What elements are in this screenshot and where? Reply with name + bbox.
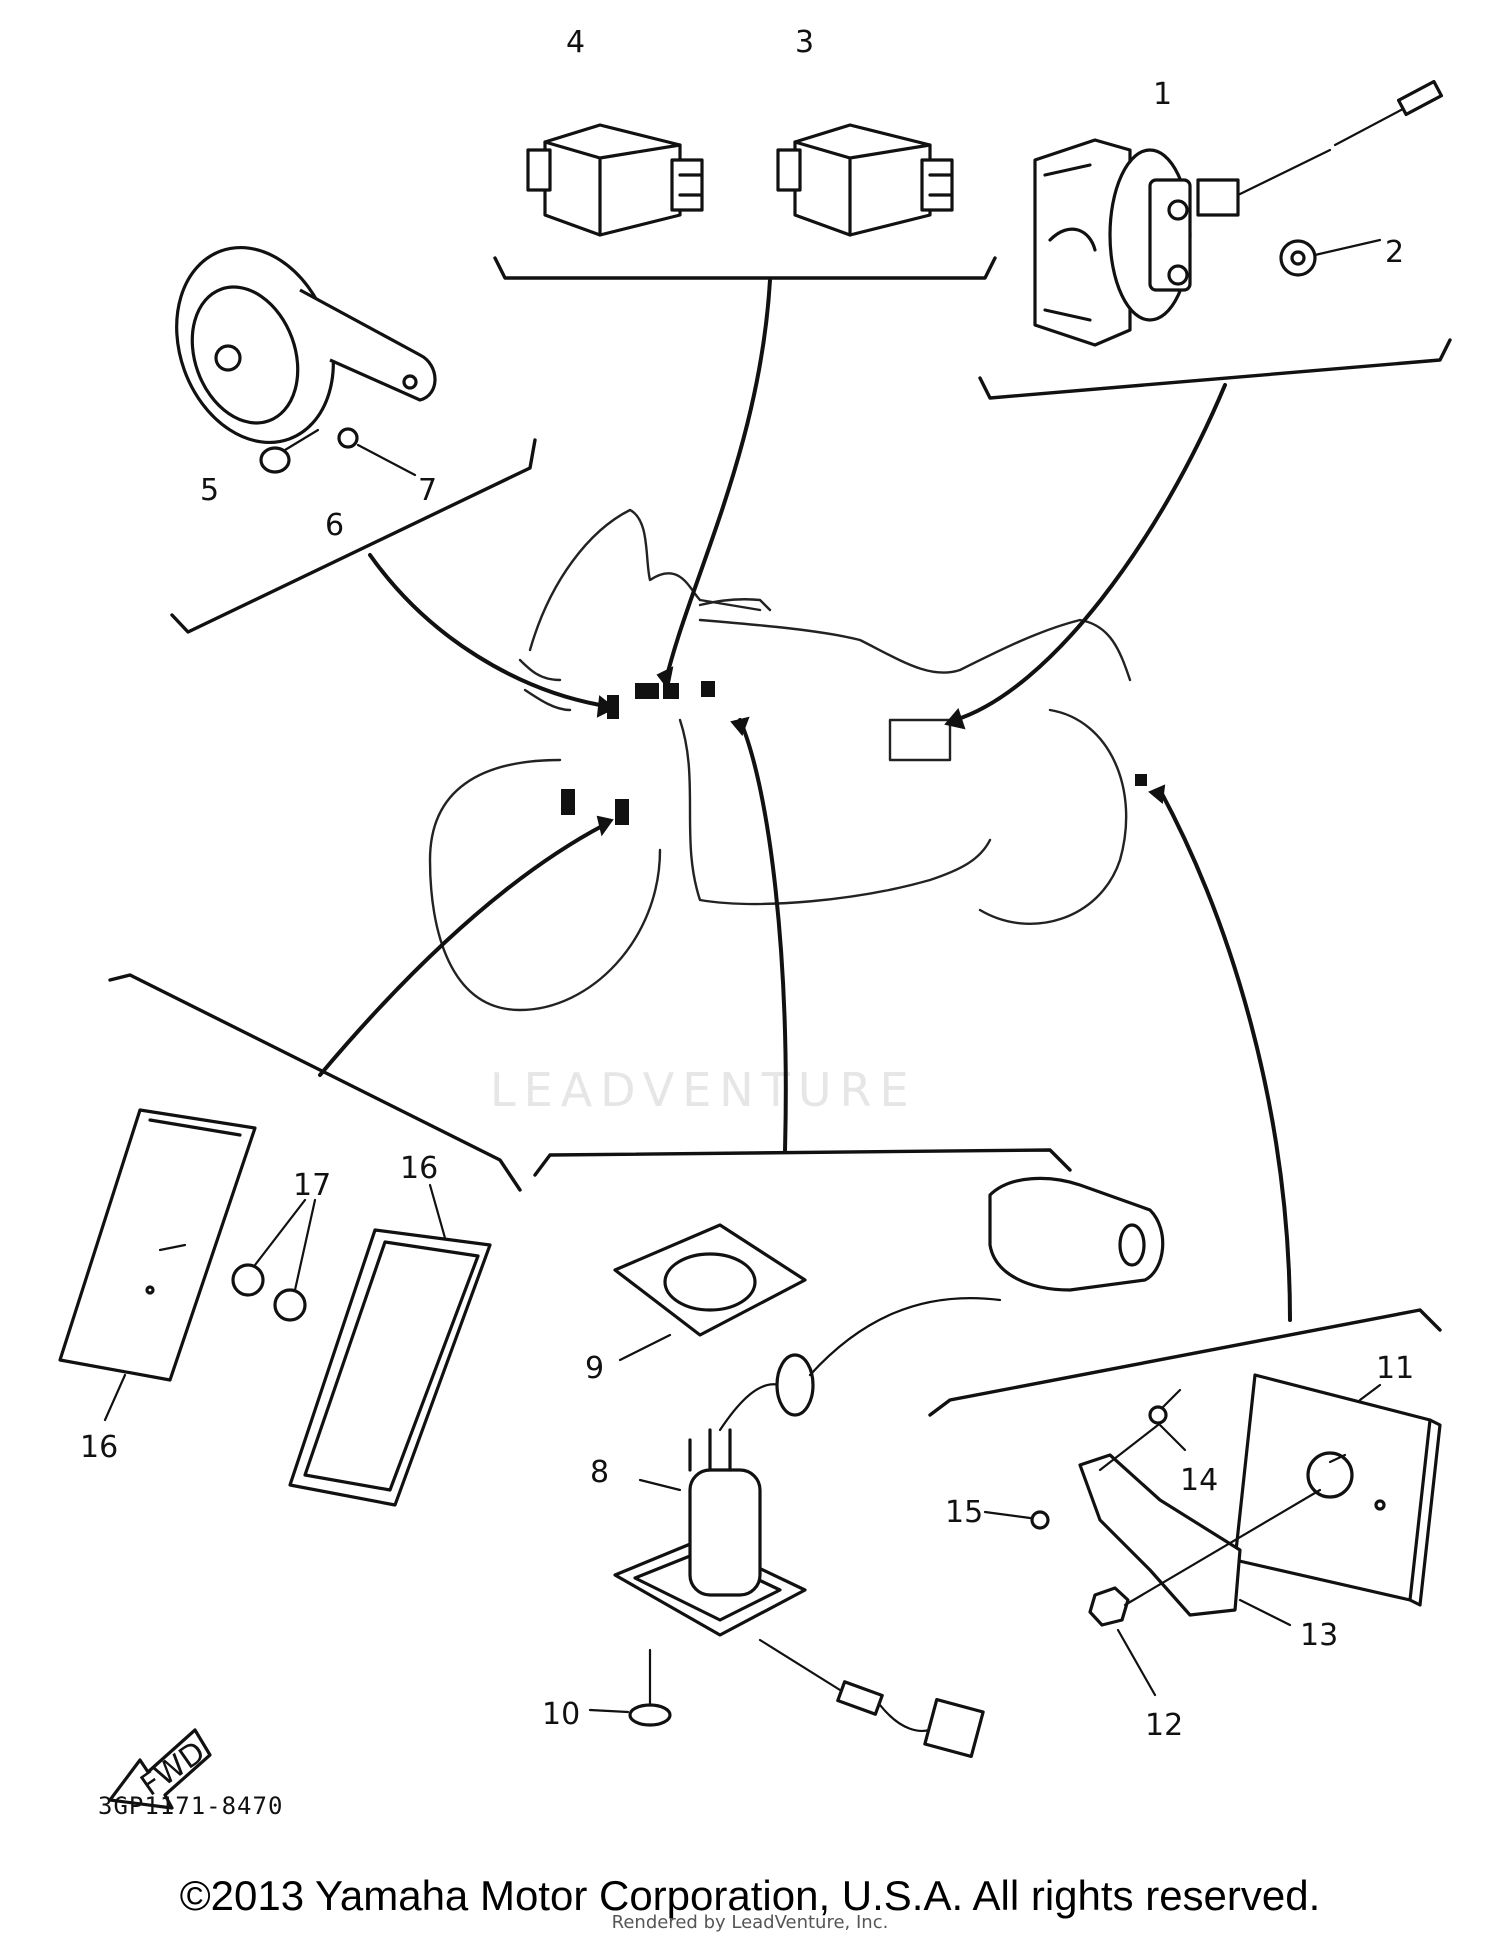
- diagram-code: 3GP1171-8470: [98, 1792, 284, 1820]
- motorcycle-outline: [428, 508, 1147, 1012]
- reflector-mark: [615, 799, 629, 825]
- washer-part-7: [337, 427, 417, 477]
- nut-part-12: [1088, 1488, 1322, 1697]
- screw-part-14: [1098, 1388, 1187, 1472]
- tank-outline: [698, 618, 1132, 682]
- leader-horn: [368, 553, 602, 707]
- horn-part-5: [175, 245, 437, 445]
- bracket-relays: [493, 256, 997, 280]
- callout-2: 2: [1385, 235, 1404, 270]
- arrow-head: [596, 695, 616, 718]
- battery-box-outline: [888, 718, 952, 762]
- callout-11: 11: [1376, 1351, 1414, 1386]
- washer-part-15: [983, 1510, 1050, 1530]
- nut-part-2: [1279, 238, 1382, 277]
- callout-13: 13: [1300, 1618, 1338, 1653]
- bracket-fuel-pump: [533, 1148, 1072, 1177]
- arrow-head: [944, 708, 966, 730]
- rear-reflector-part-11: [1233, 1373, 1442, 1607]
- copyright-notice: ©2013 Yamaha Motor Corporation, U.S.A. A…: [179, 1872, 1321, 1919]
- rendered-by-notice: Rendered by LeadVenture, Inc.: [611, 1912, 889, 1933]
- rear-wheel-outline: [978, 708, 1128, 925]
- callout-15: 15: [945, 1495, 983, 1530]
- callout-5: 5: [200, 473, 219, 508]
- callout-3: 3: [795, 25, 814, 60]
- callout-8: 8: [590, 1455, 609, 1490]
- reflector-mark: [1135, 774, 1147, 786]
- leader-rear-reflector: [1158, 788, 1292, 1322]
- watermark-text: LEADVENTURE: [490, 1063, 917, 1117]
- belly-outline: [678, 718, 992, 906]
- relay-part-3: [776, 123, 954, 237]
- callout-12: 12: [1145, 1708, 1183, 1743]
- callout-6: 6: [325, 508, 344, 543]
- relay-part-4: [526, 123, 704, 237]
- starter-relay-part-1: [1033, 79, 1444, 347]
- callout-14: 14: [1180, 1463, 1218, 1498]
- arrow-head: [1148, 784, 1166, 804]
- fairing-lower: [518, 658, 572, 712]
- bracket-horn: [170, 438, 537, 634]
- handlebar-outline: [698, 598, 772, 612]
- bracket-reflectors: [108, 973, 522, 1192]
- reflector-part-16-left: [58, 1108, 257, 1422]
- callout-1: 1: [1153, 77, 1172, 112]
- leader-fuel-pump: [738, 718, 788, 1152]
- bracket-part-13: [1078, 1453, 1292, 1627]
- bracket-rear-reflector: [928, 1308, 1442, 1417]
- relay-mark: [701, 681, 715, 697]
- callout-9: 9: [585, 1351, 604, 1386]
- bolt-part-6: [259, 428, 320, 474]
- fuel-pump-part-8: [613, 1176, 1165, 1759]
- callout-16-right: 16: [400, 1151, 438, 1186]
- fairing-outline: [528, 508, 762, 652]
- reflector-part-16-right: [288, 1183, 492, 1507]
- callout-17: 17: [293, 1168, 331, 1203]
- callout-10: 10: [542, 1697, 580, 1732]
- leader-relays: [664, 278, 772, 682]
- gasket-part-9: [613, 1223, 807, 1362]
- callout-7: 7: [418, 473, 437, 508]
- leader-starter-relay: [953, 383, 1227, 722]
- callout-4: 4: [566, 25, 585, 60]
- arrow-head: [596, 815, 614, 837]
- relay-mark: [635, 683, 659, 699]
- callout-16-left: 16: [80, 1430, 118, 1465]
- bracket-starter-relay: [978, 338, 1452, 400]
- front-wheel-outline: [428, 758, 662, 1012]
- leader-reflectors: [318, 823, 606, 1077]
- nut-part-17: [231, 1198, 317, 1322]
- reflector-mark: [561, 789, 575, 815]
- arrow-head: [656, 666, 674, 691]
- arrow-head: [730, 716, 750, 736]
- bolt-part-10: [588, 1648, 672, 1727]
